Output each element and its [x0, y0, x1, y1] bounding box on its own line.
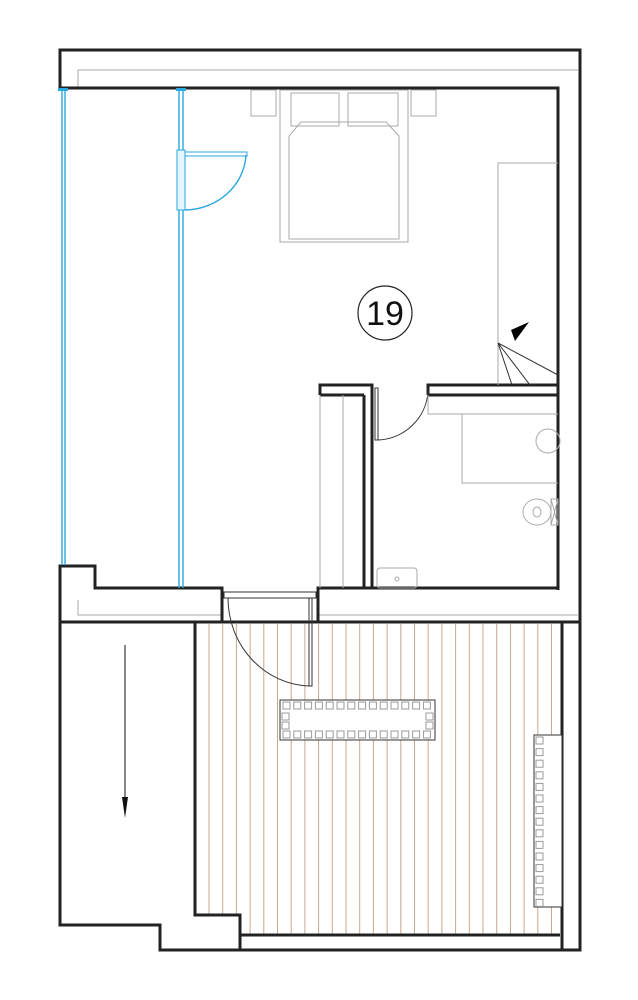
room-number-tag: 19: [357, 285, 413, 341]
chair: [281, 712, 290, 721]
chair: [425, 721, 434, 730]
dining-table: [279, 699, 436, 741]
room-number: 19: [366, 295, 404, 333]
chair: [358, 701, 367, 710]
seat: [535, 759, 544, 768]
chair: [304, 701, 313, 710]
chair: [293, 701, 302, 710]
shower-tray: [427, 395, 561, 484]
seat: [535, 852, 544, 861]
toilet: [522, 498, 559, 526]
terrace-door[interactable]: [223, 591, 317, 687]
chair: [293, 730, 302, 739]
washbasin: [376, 567, 418, 589]
terrace-outline: [58, 622, 564, 952]
seat: [535, 806, 544, 815]
chair: [336, 730, 345, 739]
glazing: [58, 88, 248, 588]
seat: [535, 875, 544, 884]
exterior-walls: [58, 48, 582, 952]
chair: [347, 701, 356, 710]
seat: [535, 782, 544, 791]
chair: [390, 730, 399, 739]
seat: [535, 817, 544, 826]
seat: [535, 898, 544, 907]
bench: [533, 734, 563, 908]
chair: [304, 730, 313, 739]
chair: [314, 701, 323, 710]
chair: [325, 701, 334, 710]
chair: [425, 712, 434, 721]
seat: [535, 771, 544, 780]
chair: [422, 730, 431, 739]
chair: [282, 701, 291, 710]
seat: [535, 887, 544, 896]
chair: [401, 701, 410, 710]
interior-walls: [58, 383, 558, 622]
double-bed: [250, 89, 437, 243]
chair: [325, 730, 334, 739]
chair: [368, 701, 377, 710]
glass-door[interactable]: [176, 149, 248, 211]
seat: [535, 736, 544, 745]
chair: [412, 701, 421, 710]
chair: [379, 701, 388, 710]
chair: [379, 730, 388, 739]
seat: [535, 794, 544, 803]
chair: [347, 730, 356, 739]
seat: [535, 829, 544, 838]
chair: [336, 701, 345, 710]
seat: [535, 864, 544, 873]
chair: [368, 730, 377, 739]
chair: [282, 730, 291, 739]
chair: [281, 721, 290, 730]
bathroom-door[interactable]: [374, 387, 429, 441]
chair: [314, 730, 323, 739]
chair: [390, 701, 399, 710]
seat: [535, 840, 544, 849]
chair: [412, 730, 421, 739]
table-top: [279, 699, 436, 741]
chair: [401, 730, 410, 739]
stair-direction-arrow: [511, 322, 529, 341]
chair: [422, 701, 431, 710]
terrace-decking: [208, 624, 552, 934]
seat: [535, 748, 544, 757]
slope-direction-arrow: [122, 645, 128, 818]
staircase: [497, 162, 559, 386]
chair: [358, 730, 367, 739]
